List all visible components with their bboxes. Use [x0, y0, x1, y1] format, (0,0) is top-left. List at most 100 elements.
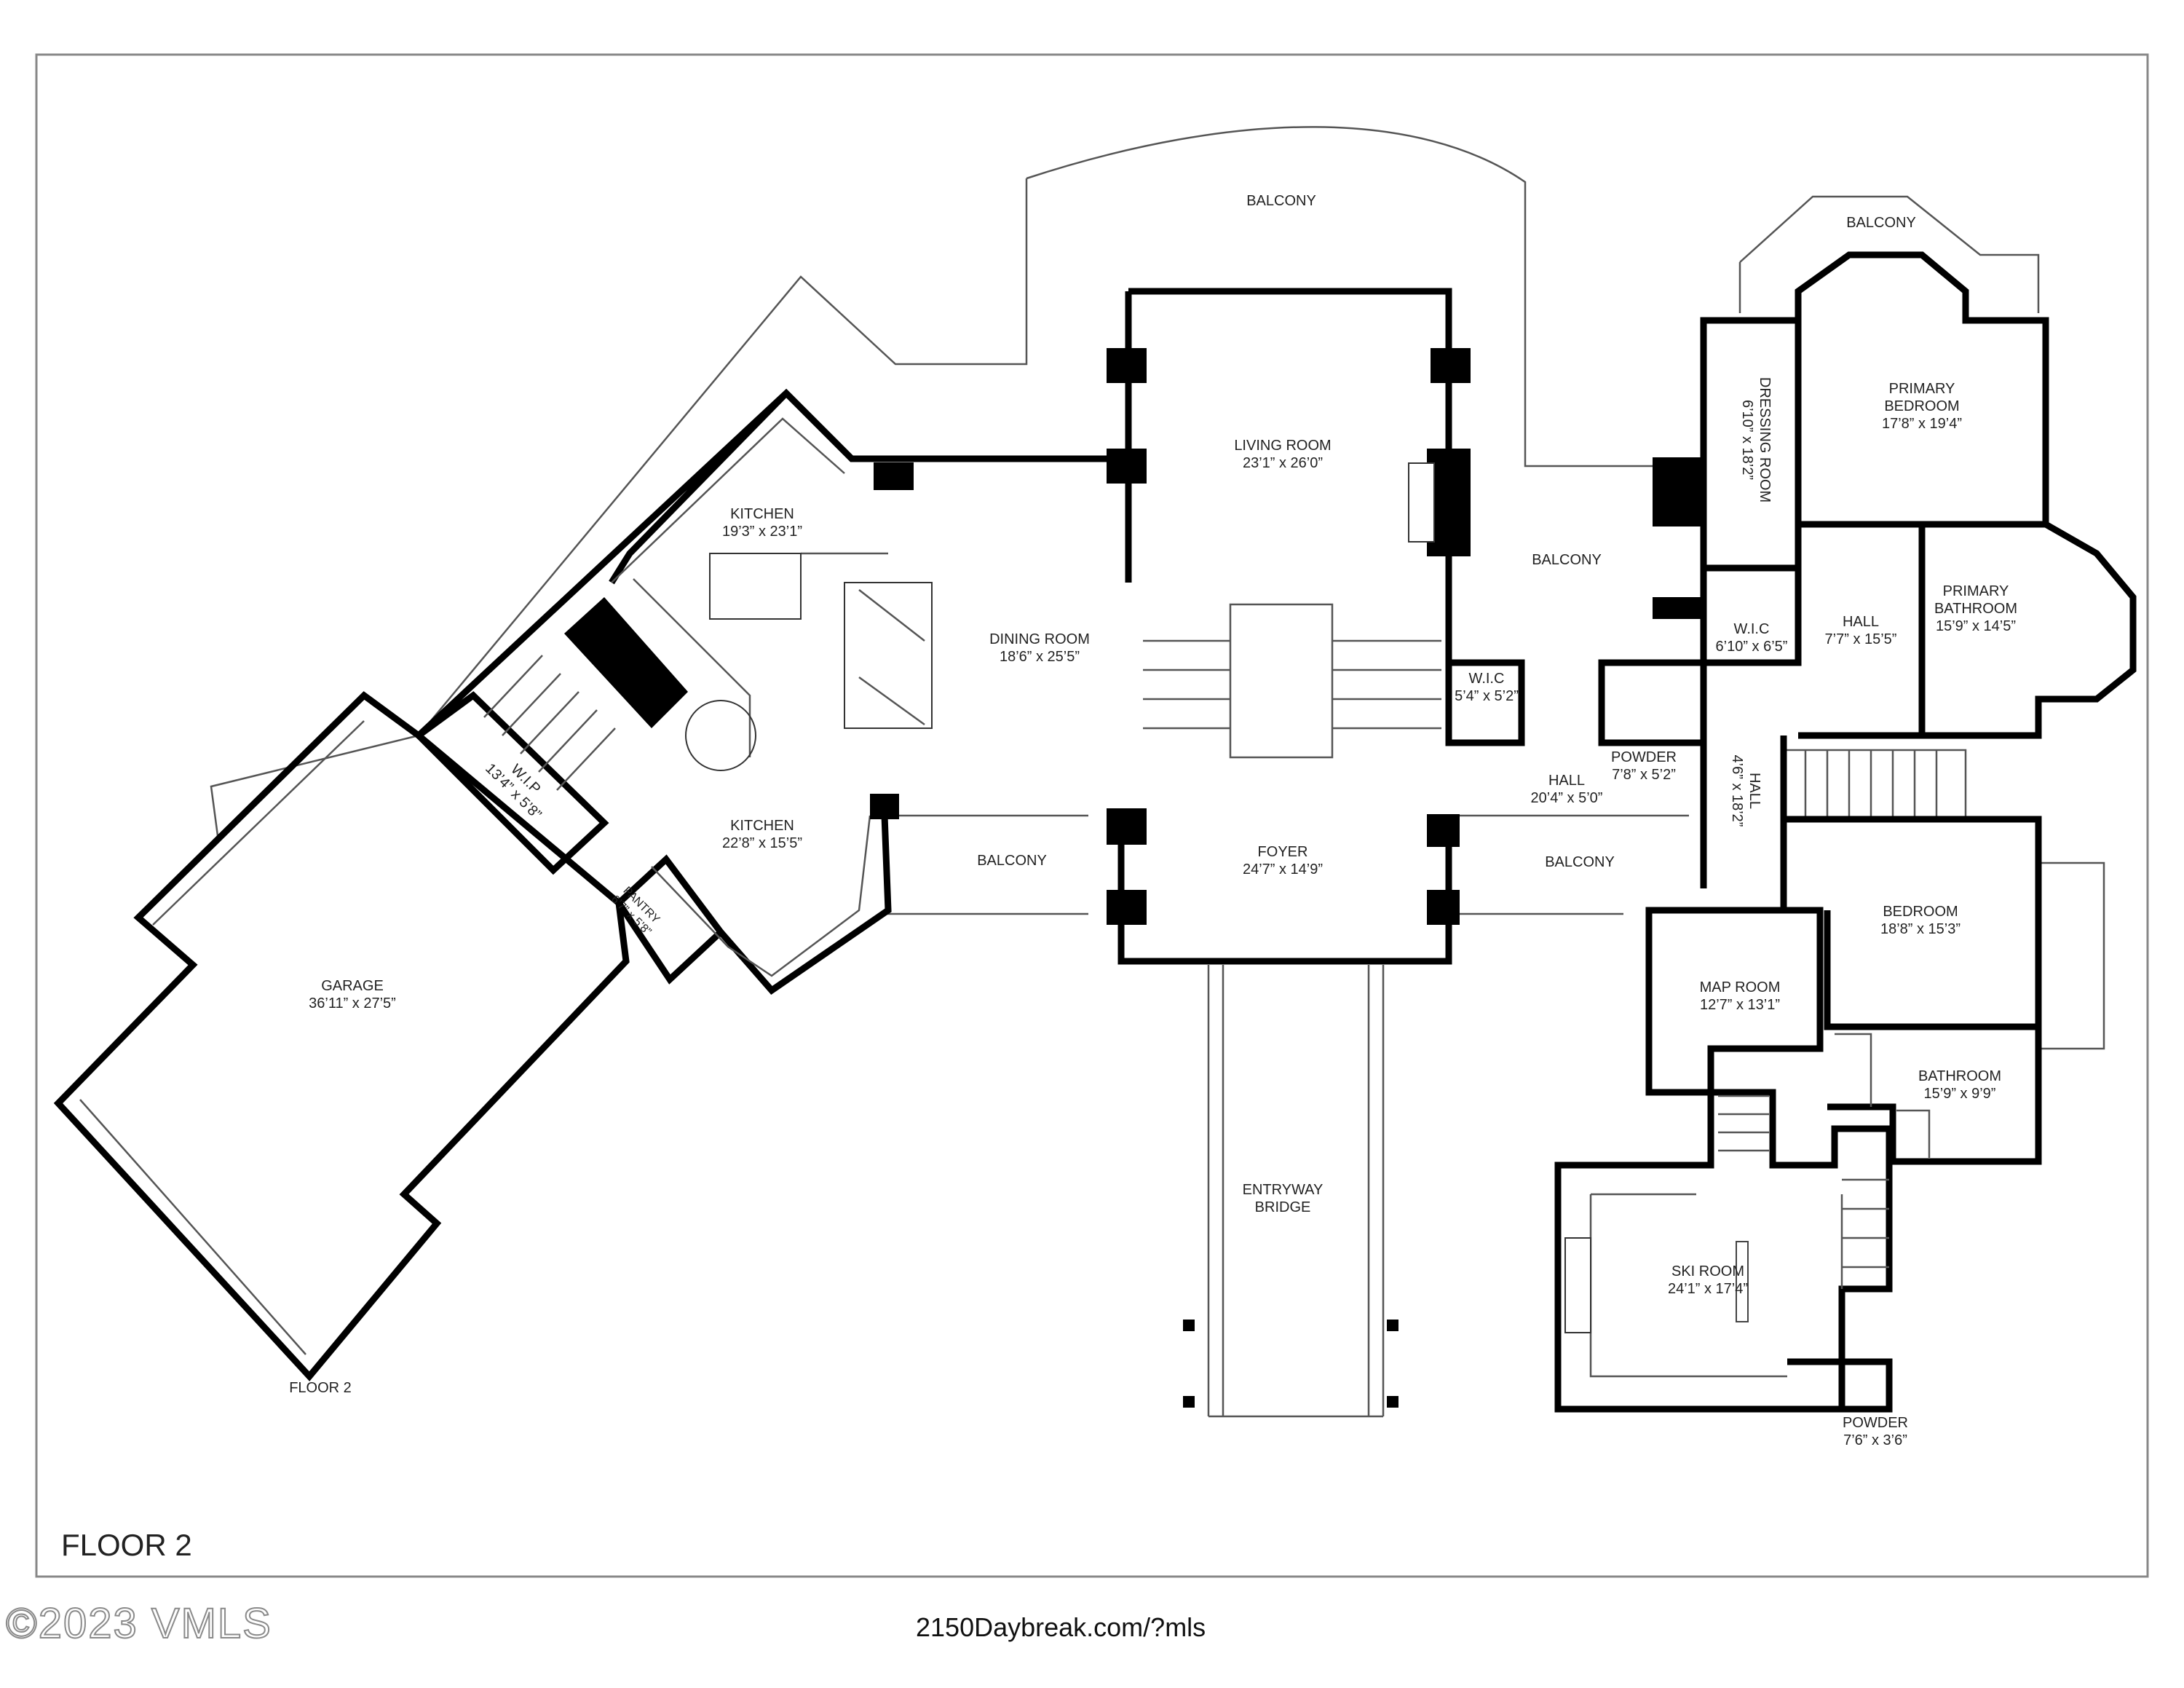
label-bedroom-dims: 18’8” x 15’3” — [1880, 921, 1961, 937]
label-garage-dims: 36’11” x 27’5” — [309, 995, 396, 1011]
entryway-bridge-rails — [1207, 965, 1385, 1418]
label-powder-mid-dims: 7’8” x 5’2” — [1612, 767, 1676, 783]
ski-room-walls — [1554, 1089, 1893, 1413]
label-dressing-room: DRESSING ROOM — [1757, 377, 1773, 502]
label-dining-room: DINING ROOM — [989, 631, 1090, 647]
foyer-pillar-3 — [1427, 814, 1460, 847]
label-bathroom-dims: 15’9” x 9’9” — [1924, 1086, 1996, 1102]
powder-mid-walls — [1598, 659, 1707, 746]
kitchen-lower-counter — [651, 815, 871, 977]
label-foyer: FOYER — [1258, 844, 1308, 860]
label-primary-bedroom-dims: 17’8” x 19’4” — [1882, 416, 1962, 432]
label-dining-room-dims: 18’6” x 25’5” — [1000, 649, 1080, 665]
kitchen-upper-inner — [611, 417, 845, 757]
ski-room-fireplace — [1564, 1237, 1591, 1333]
label-wic-mid-dims: 5’4” x 5’2” — [1455, 688, 1519, 704]
floor-title: FLOOR 2 — [61, 1528, 192, 1562]
kitchen-upper-chimney — [874, 462, 914, 490]
foyer-pillar-5 — [870, 794, 899, 819]
label-kitchen-upper-dims: 19’3” x 23’1” — [722, 524, 802, 540]
ski-room-stairs — [1718, 1095, 1889, 1269]
living-room-stairs — [1143, 603, 1441, 759]
powder-lower-walls — [1787, 1358, 1893, 1413]
foyer-walls — [1117, 816, 1452, 965]
garage-walls — [53, 691, 630, 1381]
hall-vertical-walls — [1700, 663, 1787, 910]
page-frame — [35, 53, 2149, 1578]
bridge-post-3 — [1183, 1396, 1195, 1408]
label-hall-vertical: HALL — [1746, 773, 1762, 809]
dining-table — [844, 582, 933, 729]
wip-walls — [414, 691, 609, 875]
balcony-outline-bedroom-right — [2038, 861, 2105, 1050]
stairs-kitchen — [483, 655, 616, 791]
bathroom-inner — [1835, 1033, 1931, 1158]
living-room-walls — [1128, 288, 1452, 655]
label-powder-lower: POWDER — [1843, 1415, 1908, 1431]
ski-room-bench — [1736, 1241, 1749, 1322]
label-balcony-mid: BALCONY — [1532, 552, 1602, 568]
kitchen-wing-walls — [416, 388, 1128, 738]
copyright-watermark: ©2023 VMLS — [5, 1599, 272, 1648]
label-ski-room-dims: 24’1” x 17’4” — [1668, 1281, 1748, 1297]
label-living-room: LIVING ROOM — [1234, 438, 1331, 454]
balcony-outline-top — [1026, 126, 1653, 468]
label-primary-bathroom-2: BATHROOM — [1934, 601, 2017, 617]
living-room-pillar-3 — [1431, 348, 1471, 383]
label-primary-bedroom-2: BEDROOM — [1884, 398, 1959, 414]
wic-mid-walls — [1449, 659, 1525, 746]
label-balcony-top: BALCONY — [1246, 193, 1316, 209]
label-hall-vertical-group: HALL 4’6” x 18’2” — [1729, 755, 1762, 827]
foyer-pillar-4 — [1427, 890, 1460, 925]
balcony-mid-chimney-2 — [1653, 597, 1704, 619]
label-powder-mid: POWDER — [1611, 749, 1677, 765]
label-primary-bathroom-1: PRIMARY — [1943, 583, 2009, 599]
living-room-pillar-2 — [1107, 449, 1147, 484]
wic-upper-walls — [1700, 564, 1802, 666]
label-map-room-dims: 12’7” x 13’1” — [1700, 997, 1780, 1013]
label-dressing-room-dims: 6’10” x 18’2” — [1739, 400, 1755, 480]
label-dressing-room-group: DRESSING ROOM 6’10” x 18’2” — [1739, 377, 1773, 502]
dining-table-hatch — [858, 589, 925, 726]
balcony-outline-top-upper — [210, 178, 1028, 842]
label-primary-bathroom-dims: 15’9” x 14’5” — [1936, 618, 2016, 634]
label-kitchen-upper: KITCHEN — [730, 506, 794, 522]
label-hall-mid-dims: 20’4” x 5’0” — [1531, 790, 1603, 806]
chimney-block — [564, 597, 688, 728]
label-foyer-dims: 24’7” x 14’9” — [1243, 861, 1323, 877]
bridge-post-4 — [1387, 1396, 1398, 1408]
label-floor-small: FLOOR 2 — [289, 1380, 352, 1396]
balcony-outline-primary — [1739, 195, 2040, 313]
stairs-right — [1784, 749, 1967, 821]
hall-upper-walls — [1798, 521, 1926, 739]
map-room-walls — [1645, 907, 1824, 1096]
label-ski-room: SKI ROOM — [1671, 1263, 1744, 1279]
label-hall-vertical-dims: 4’6” x 18’2” — [1729, 755, 1745, 827]
balcony-outline-foyer-right — [1449, 814, 1689, 915]
bathroom-walls — [1827, 1023, 2042, 1165]
kitchen-island — [709, 553, 802, 620]
label-wic-mid: W.I.C — [1469, 671, 1505, 687]
site-url: 2150Daybreak.com/?mls — [916, 1612, 1206, 1642]
bridge-post-1 — [1183, 1320, 1195, 1331]
round-table — [685, 700, 756, 771]
label-hall-mid: HALL — [1548, 773, 1585, 789]
label-entryway-bridge-1: ENTRYWAY — [1243, 1182, 1324, 1198]
living-room-fireplace-inner — [1408, 462, 1435, 543]
foyer-pillar-1 — [1107, 808, 1147, 845]
label-wic-upper: W.I.C — [1734, 621, 1770, 637]
label-bedroom: BEDROOM — [1883, 904, 1958, 920]
room-labels: BALCONY BALCONY LIVING ROOM 23’1” x 26’0… — [289, 193, 2017, 1448]
label-balcony-top-right: BALCONY — [1846, 215, 1916, 231]
label-balcony-right: BALCONY — [1545, 854, 1615, 870]
label-entryway-bridge-2: BRIDGE — [1255, 1199, 1311, 1215]
label-living-room-dims: 23’1” x 26’0” — [1243, 455, 1323, 471]
primary-bedroom-walls — [1795, 251, 2049, 524]
primary-bathroom-walls — [1918, 521, 2137, 739]
balcony-mid-chimney — [1653, 457, 1704, 526]
label-hall-upper: HALL — [1843, 614, 1879, 630]
bridge-post-2 — [1387, 1320, 1398, 1331]
label-powder-lower-dims: 7’6” x 3’6” — [1843, 1432, 1907, 1448]
label-bathroom: BATHROOM — [1918, 1068, 2001, 1084]
